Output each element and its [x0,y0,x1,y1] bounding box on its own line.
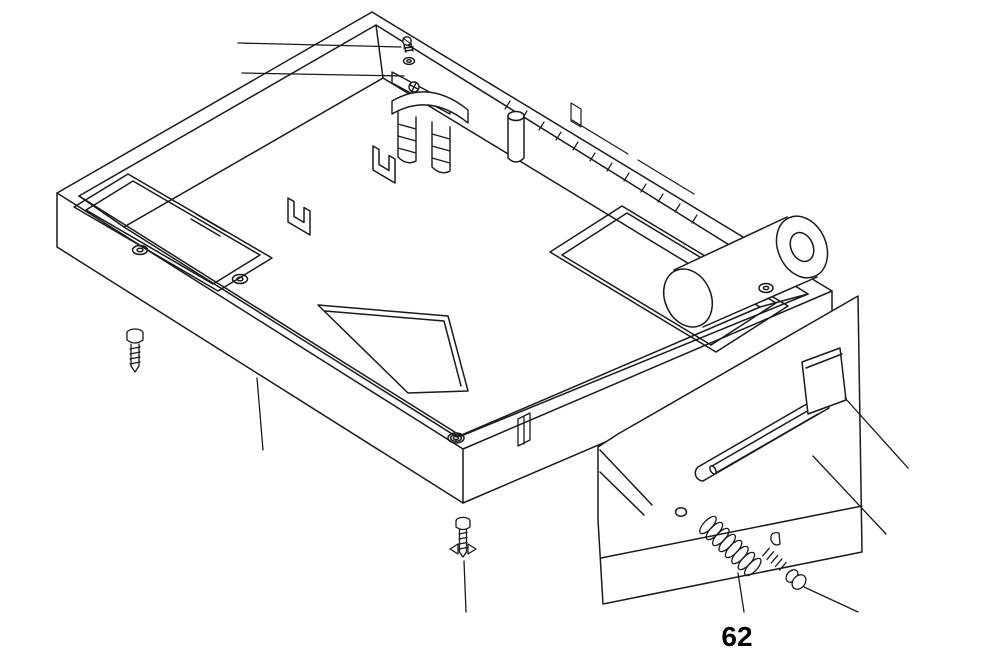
speed-nut-icon [449,543,459,555]
leader-line [803,586,859,613]
plate-hole [674,507,688,517]
floor-opening [317,304,469,394]
speed-nut-icon [467,543,477,555]
retainer-clip-icon [770,532,781,546]
side-plate [597,295,863,605]
slot-rod [709,405,819,475]
screw-boss [231,273,249,285]
spring [699,515,762,577]
solenoid-washer-icon [402,56,416,66]
roller-compartment [549,205,789,353]
left-screw-icon [126,328,144,373]
solenoid-mounting-screw-icon [402,36,414,53]
screw-boss [758,282,774,294]
leader-line [237,42,402,48]
cable-clip [287,197,311,236]
leader-lines [237,42,909,613]
rim-bracket [570,102,582,128]
part-label-62: 62 [721,621,752,652]
tray-inner-rim [78,24,809,437]
retainer-screw-icon [762,547,807,590]
leader-line [812,455,887,535]
vent-slats [504,100,698,224]
leader-line [737,572,745,613]
leader-line [241,72,405,77]
solenoid-coil [391,91,469,174]
compartment-divider [195,213,226,232]
bottom-screw-icon [449,516,477,558]
roller-cylinder [662,215,829,328]
left-compartment [73,173,273,292]
leader-line [463,560,467,613]
solenoid-assembly [391,36,469,174]
pin-post [507,110,525,163]
rim-notch-clip [517,412,531,447]
leader-line [844,397,909,469]
cable-clip [372,145,396,184]
plate-tab [801,347,847,415]
screw-boss [447,432,465,444]
leader-line [256,377,264,451]
screw-boss [131,244,149,256]
